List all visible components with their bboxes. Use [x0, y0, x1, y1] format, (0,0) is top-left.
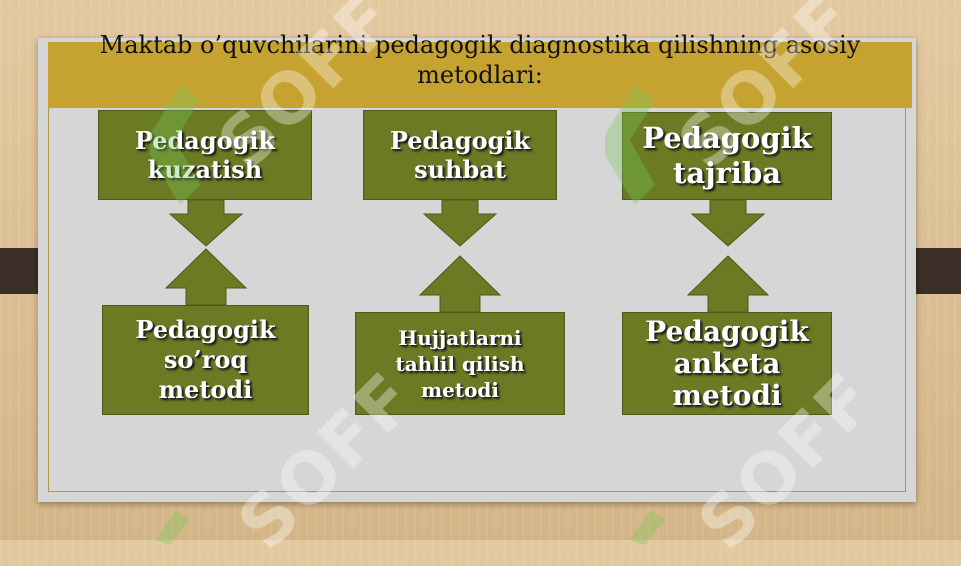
down-arrow-3 [690, 200, 766, 247]
box-line: metodi [158, 375, 253, 404]
box-line: anketa [673, 346, 781, 380]
box-line: metodi [672, 378, 782, 412]
box-line: tahlil qilish [395, 351, 525, 376]
title-bar [48, 42, 912, 108]
up-arrow-1 [164, 248, 248, 306]
box-line: Hujjatlarni [398, 325, 522, 350]
box-pedagogik-tajriba: Pedagogik tajriba [622, 112, 832, 200]
box-line: kuzatish [147, 155, 263, 184]
box-pedagogik-suhbat: Pedagogik suhbat [363, 110, 557, 200]
up-arrow-2 [418, 255, 502, 313]
watermark-logo-icon [630, 510, 665, 545]
down-arrow-1 [168, 200, 244, 247]
box-line: tajriba [672, 156, 782, 190]
box-line: Pedagogik [135, 315, 276, 344]
box-pedagogik-kuzatish: Pedagogik kuzatish [98, 110, 312, 200]
box-pedagogik-anketa-metodi: Pedagogik anketa metodi [622, 312, 832, 415]
box-line: Pedagogik [134, 126, 276, 155]
box-line: suhbat [414, 155, 506, 184]
box-line: Pedagogik [389, 126, 531, 155]
box-line: so’roq [163, 345, 248, 374]
up-arrow-3 [686, 255, 770, 313]
box-line: Pedagogik [645, 314, 809, 348]
box-hujjatlarni-tahlil: Hujjatlarni tahlil qilish metodi [355, 312, 565, 415]
down-arrow-2 [422, 200, 498, 247]
box-line: Pedagogik [642, 121, 812, 155]
box-line: metodi [420, 377, 500, 402]
box-pedagogik-soroq-metodi: Pedagogik so’roq metodi [102, 305, 309, 415]
watermark-logo-icon [155, 510, 190, 545]
slide-title: Maktab o’quvchilarini pedagogik diagnost… [99, 31, 861, 89]
